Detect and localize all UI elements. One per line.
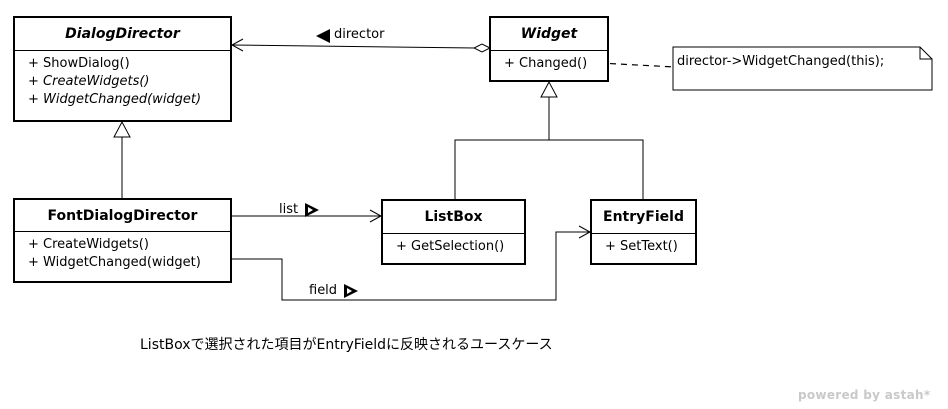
generalization-listbox-line	[454, 97, 550, 199]
operation: + Changed()	[504, 56, 588, 71]
operations-compartment: + GetSelection()	[383, 234, 524, 256]
list-role-label: list	[279, 202, 299, 217]
class-name: EntryField	[592, 201, 695, 234]
class-fontdialogdirector[interactable]: FontDialogDirector + CreateWidgets() + W…	[13, 198, 232, 283]
class-name: DialogDirector	[15, 18, 230, 51]
director-association-line	[231, 44, 476, 49]
operation: + CreateWidgets()	[28, 74, 150, 89]
class-dialogdirector[interactable]: DialogDirector + ShowDialog() + CreateWi…	[13, 16, 232, 122]
note-shape	[672, 46, 933, 91]
list-direction-marker-inner	[308, 207, 313, 213]
director-role-label: director	[334, 27, 385, 42]
operations-compartment: + Changed()	[491, 51, 607, 73]
class-listbox[interactable]: ListBox + GetSelection()	[381, 199, 526, 265]
operation: + GetSelection()	[396, 239, 505, 254]
operation: + WidgetChanged(widget)	[28, 255, 201, 270]
operation: + ShowDialog()	[28, 56, 130, 71]
operations-compartment: + ShowDialog() + CreateWidgets() + Widge…	[15, 51, 230, 109]
director-direction-marker	[316, 29, 330, 43]
generalization-fontdialog-arrowhead	[113, 120, 131, 138]
operation: + CreateWidgets()	[28, 237, 149, 252]
operation: + WidgetChanged(widget)	[28, 92, 202, 107]
astah-watermark: powered by astah*	[798, 388, 931, 402]
field-direction-marker-inner	[347, 288, 352, 294]
operations-compartment: + CreateWidgets() + WidgetChanged(widget…	[15, 232, 230, 272]
note-fold	[919, 47, 932, 60]
class-name: FontDialogDirector	[15, 200, 230, 232]
generalization-widget-arrowhead	[540, 80, 558, 98]
field-role-label: field	[309, 283, 338, 298]
class-entryfield[interactable]: EntryField + SetText()	[590, 199, 697, 265]
note-connector	[598, 62, 676, 68]
class-name: ListBox	[383, 201, 524, 234]
class-widget[interactable]: Widget + Changed()	[489, 16, 609, 82]
director-association-arrowhead	[230, 38, 244, 52]
note-text: director->WidgetChanged(this);	[677, 54, 885, 69]
field-association-line	[232, 231, 590, 301]
operations-compartment: + SetText()	[592, 234, 695, 256]
director-aggregation-diamond	[472, 43, 492, 53]
class-name: Widget	[491, 18, 607, 51]
generalization-entryfield-line	[549, 139, 644, 199]
operation: + SetText()	[605, 239, 678, 254]
diagram-caption: ListBoxで選択された項目がEntryFieldに反映されるユースケース	[140, 337, 553, 353]
